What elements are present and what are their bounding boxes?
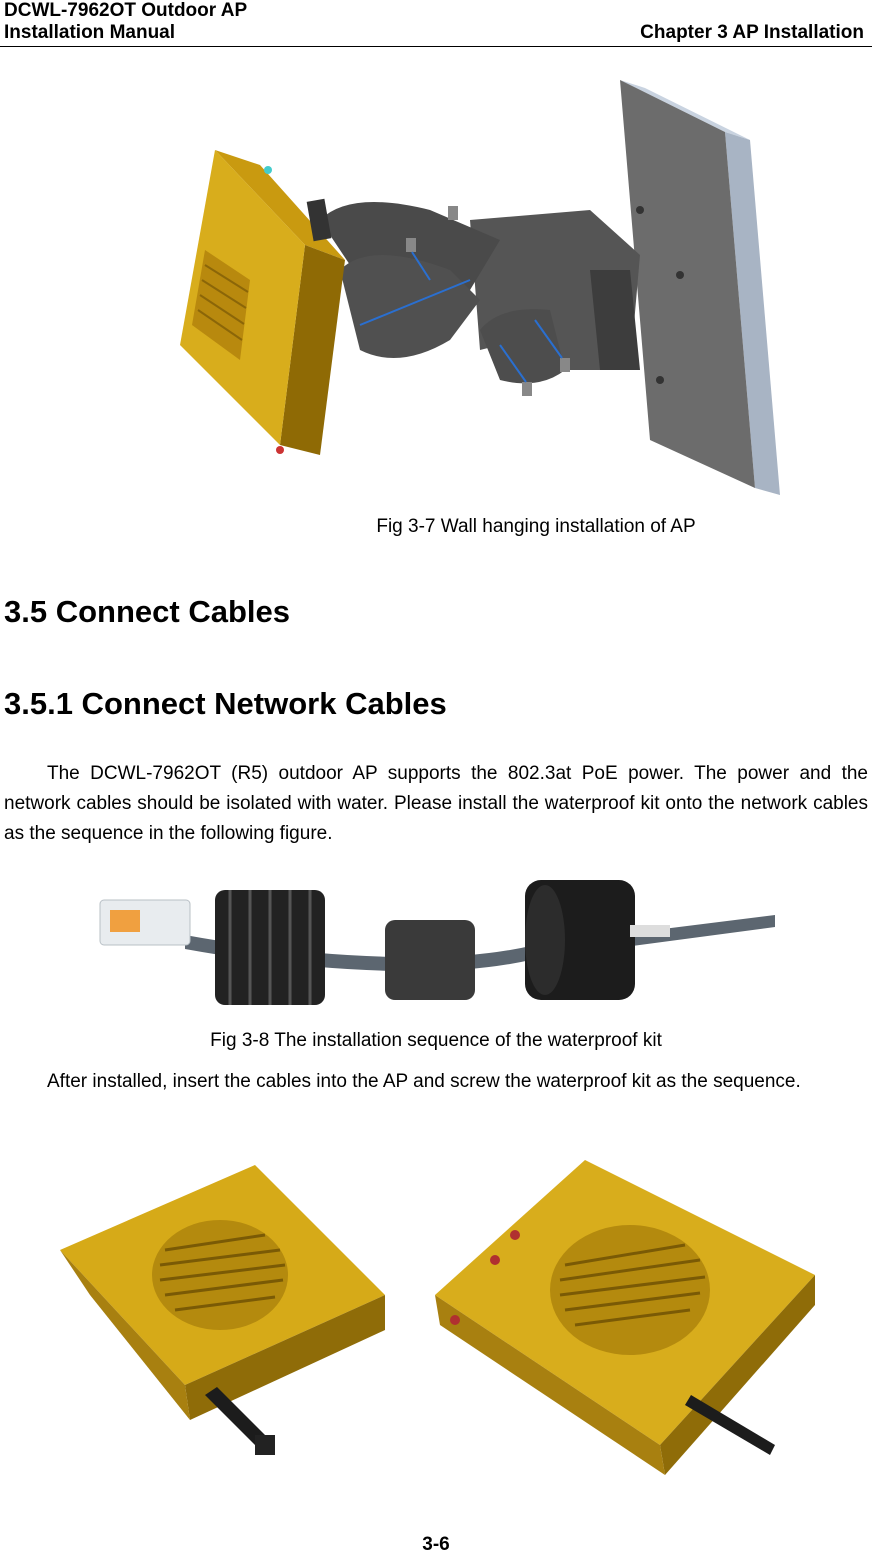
waterproof-kit-illustration [99, 880, 775, 1005]
header-chapter-title: Chapter 3 AP Installation [640, 22, 864, 43]
wall-mount-illustration [180, 80, 780, 495]
figure-caption: Fig 3-7 Wall hanging installation of AP [376, 516, 696, 537]
body-paragraph: The DCWL-7962OT (R5) outdoor AP supports… [4, 763, 868, 844]
installed-ap-illustration [60, 1160, 815, 1475]
body-paragraph: After installed, insert the cables into … [47, 1071, 801, 1092]
header-rule [0, 46, 872, 47]
page-number: 3-6 [422, 1534, 450, 1555]
header-manual-title: Installation Manual [4, 22, 176, 43]
figure-caption: Fig 3-8 The installation sequence of the… [210, 1030, 662, 1051]
header-product-title: DCWL-7962OT Outdoor AP [4, 0, 248, 21]
subsection-heading: 3.5.1 Connect Network Cables [4, 686, 447, 721]
section-heading: 3.5 Connect Cables [4, 594, 290, 629]
document-header-left: DCWL-7962OT Outdoor AP Installation Manu… [4, 0, 247, 44]
